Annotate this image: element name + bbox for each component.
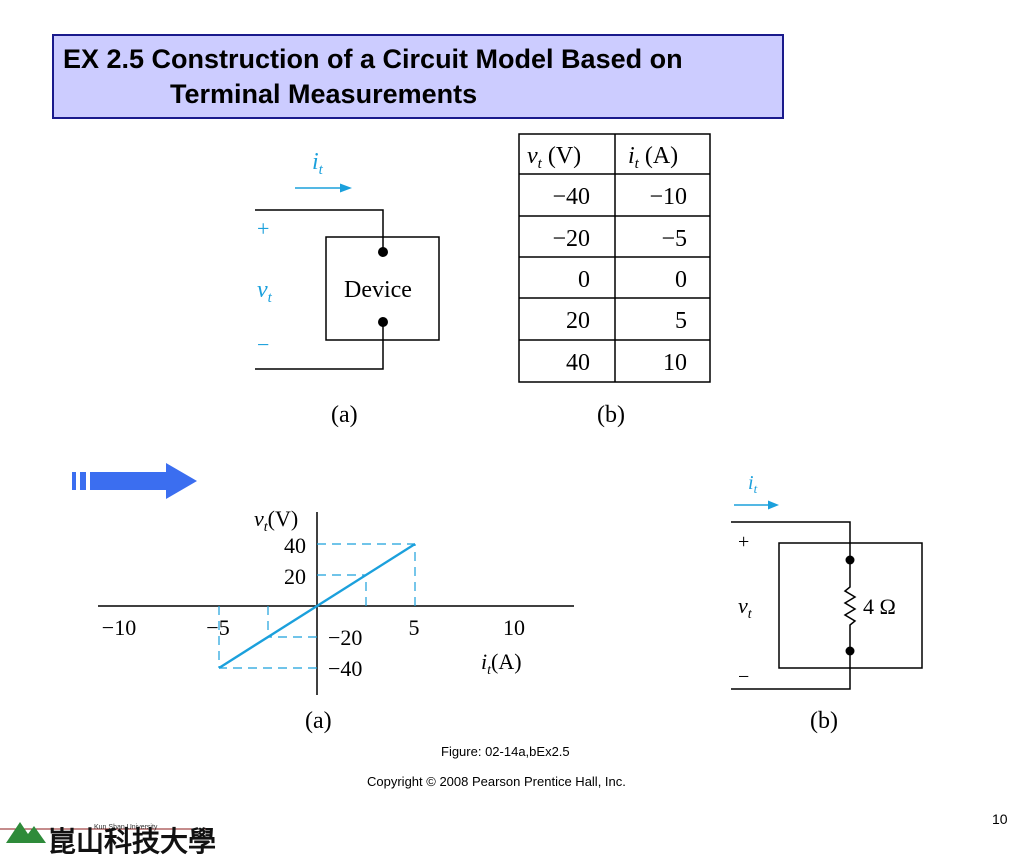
copyright-text: Copyright © 2008 Pearson Prentice Hall, …	[367, 774, 626, 789]
model-plus-sign: +	[738, 531, 749, 553]
model-box	[778, 542, 923, 669]
y-axis-label: vt(V)	[254, 506, 298, 535]
mountain-icon	[6, 822, 46, 843]
model-current-arrow-head	[768, 500, 779, 510]
model-top-wire	[731, 521, 851, 560]
table-cell: −20	[552, 226, 590, 252]
table-cell: 40	[566, 350, 590, 376]
table-cell: 0	[675, 267, 687, 293]
y-tick-label: −40	[328, 656, 362, 681]
figure-caption: Figure: 02-14a,bEx2.5	[441, 744, 570, 759]
table-cell: 5	[675, 308, 687, 334]
label-bottom-b: (b)	[810, 708, 838, 734]
title-box: EX 2.5 Construction of a Circuit Model B…	[52, 34, 784, 119]
table-header-voltage: vt (V)	[527, 143, 581, 172]
model-voltage-label: vt	[738, 593, 753, 622]
bottom-wire	[255, 322, 384, 370]
top-wire	[255, 209, 384, 252]
table-cell: −10	[649, 184, 687, 210]
resistor-model-circuit: it 4 Ω + vt − (b)	[731, 472, 923, 734]
title-line-1: EX 2.5 Construction of a Circuit Model B…	[63, 44, 683, 74]
table-cell: −5	[661, 226, 687, 252]
y-tick-label: 40	[284, 533, 306, 558]
device-label: Device	[344, 277, 412, 303]
resistor-icon	[843, 560, 857, 651]
next-arrow-icon	[72, 463, 197, 499]
university-logo: Kun Shan University 崑山科技大學	[0, 822, 216, 858]
terminal-bottom	[378, 317, 388, 327]
title-line-2: Terminal Measurements	[170, 79, 478, 109]
page-number: 10	[992, 811, 1008, 827]
label-top-b: (b)	[597, 402, 625, 428]
device-circuit: it Device + vt − (a)	[255, 149, 440, 428]
resistor-label: 4 Ω	[863, 594, 896, 619]
university-chinese-name: 崑山科技大學	[48, 826, 216, 858]
table-cell: −40	[552, 184, 590, 210]
table-header-current: it (A)	[628, 143, 678, 172]
plot-guide-lines	[218, 543, 416, 669]
device-box	[325, 236, 440, 341]
table-cell: 10	[663, 350, 687, 376]
x-tick-label: 10	[503, 615, 525, 640]
model-terminal-bottom	[845, 646, 855, 656]
terminal-top	[378, 247, 388, 257]
x-tick-label: −5	[206, 615, 229, 640]
current-arrow-head	[340, 183, 352, 193]
model-current-label: it	[748, 472, 758, 496]
table-cell: 20	[566, 308, 590, 334]
model-terminal-top	[845, 555, 855, 565]
label-bottom-a: (a)	[305, 708, 332, 734]
x-tick-label: −10	[102, 615, 136, 640]
vi-line	[218, 542, 416, 670]
y-tick-label: −20	[328, 625, 362, 650]
table-cell: 0	[578, 267, 590, 293]
label-top-a: (a)	[331, 402, 358, 428]
university-name: Kun Shan University	[94, 824, 158, 831]
x-axis-label: it(A)	[481, 649, 522, 678]
y-tick-label: 20	[284, 564, 306, 589]
model-bottom-wire	[731, 651, 851, 690]
plus-sign: +	[257, 216, 269, 241]
vi-plot: vt(V) it(A) 40 20 −20 −40 −10 −5 5 10 (a…	[98, 506, 574, 734]
model-minus-sign: −	[738, 666, 749, 688]
x-tick-label: 5	[409, 615, 420, 640]
minus-sign: −	[257, 332, 269, 357]
voltage-label: vt	[257, 277, 273, 306]
current-label: it	[312, 149, 324, 178]
measurement-table: vt (V) it (A) −40 −10 −20 −5 0 0 20 5 40…	[518, 133, 711, 428]
